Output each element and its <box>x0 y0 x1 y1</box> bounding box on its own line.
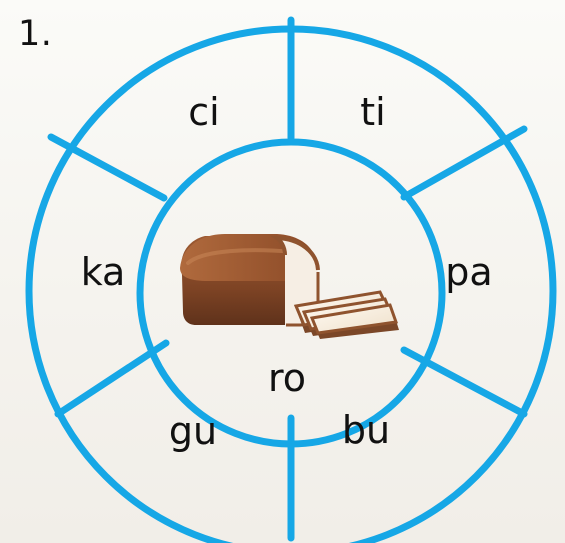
syllable-top-left: ci <box>188 93 219 131</box>
syllable-left: ka <box>81 253 126 291</box>
syllable-right: pa <box>445 253 492 291</box>
syllable-bottom-right: bu <box>342 411 390 449</box>
syllable-top-right: ti <box>360 93 385 131</box>
divider-top-right <box>404 129 524 197</box>
divider-bottom-left <box>58 343 166 414</box>
divider-bottom-right <box>404 350 524 414</box>
syllable-bottom-left: gu <box>169 412 217 450</box>
center-syllable: ro <box>268 359 306 397</box>
bread-icon <box>180 234 399 339</box>
divider-top-left <box>51 137 164 198</box>
